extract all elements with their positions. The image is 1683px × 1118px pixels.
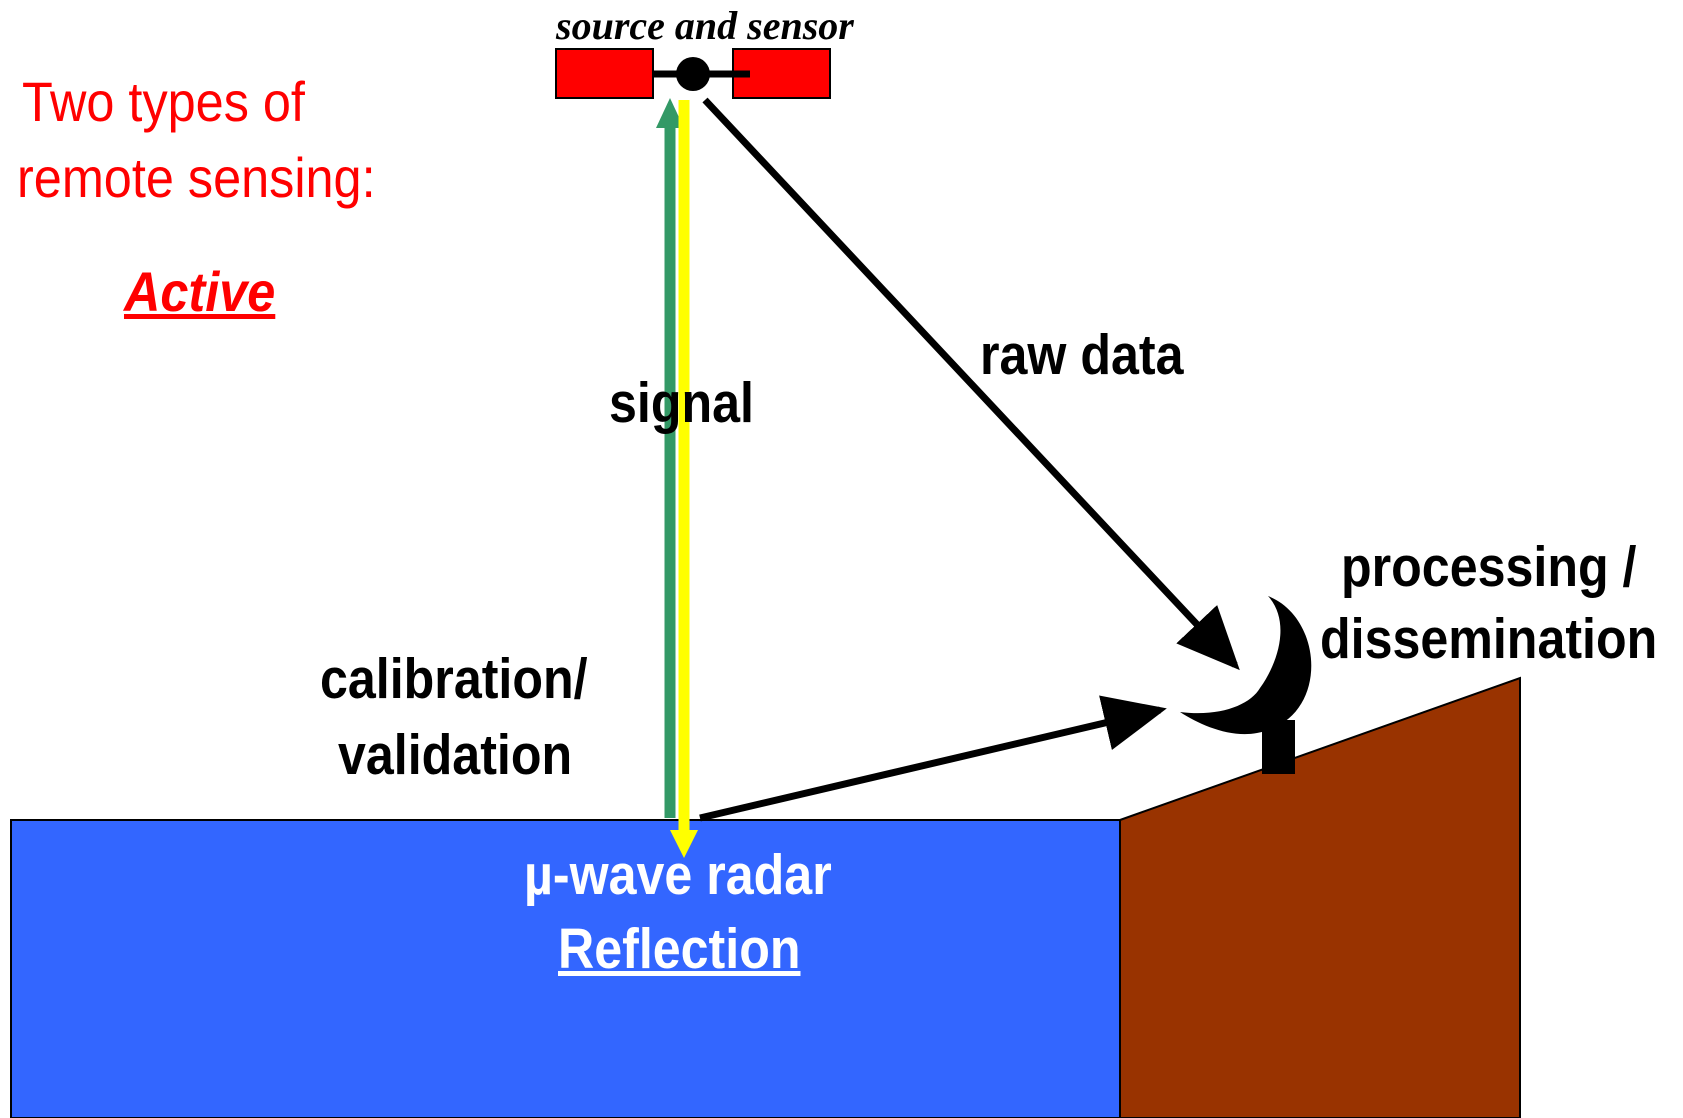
radar-label: µ-wave radar bbox=[524, 843, 832, 907]
satellite-body bbox=[676, 57, 710, 91]
validation-label: validation bbox=[338, 723, 573, 787]
reflection-label: Reflection bbox=[558, 917, 801, 981]
signal-down-arrow bbox=[670, 100, 698, 858]
solar-panel-left bbox=[555, 48, 654, 99]
calibration-arrow bbox=[699, 695, 1167, 822]
satellite-caption: source and sensor bbox=[556, 3, 854, 48]
raw-data-arrow bbox=[702, 97, 1240, 671]
processing-label: processing / bbox=[1341, 535, 1637, 599]
water-surface bbox=[10, 819, 1121, 1118]
land-slope bbox=[1119, 676, 1521, 1118]
calibration-label: calibration/ bbox=[320, 647, 588, 711]
active-label: Active bbox=[124, 260, 276, 323]
satellite-icon bbox=[555, 48, 831, 99]
signal-up-arrow bbox=[656, 98, 684, 818]
signal-label: signal bbox=[609, 371, 754, 435]
dissemination-label: dissemination bbox=[1320, 607, 1658, 671]
intro-line-1: Two types of bbox=[22, 70, 305, 133]
dish-antenna-icon bbox=[1180, 596, 1312, 774]
raw-data-label: raw data bbox=[980, 323, 1184, 387]
intro-line-2: remote sensing: bbox=[17, 146, 376, 209]
